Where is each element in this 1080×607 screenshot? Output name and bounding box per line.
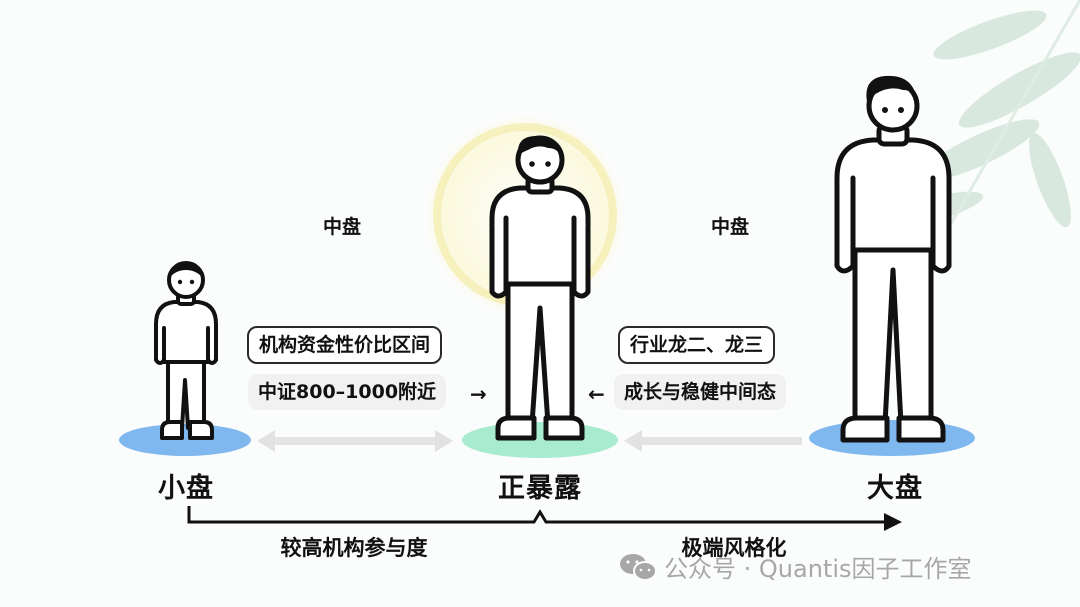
wechat-icon (620, 553, 657, 581)
axis-label-extreme-style: 极端风格化 (681, 536, 787, 560)
growth-stable-middle-box: 成长与稳健中间态 (614, 374, 787, 410)
size-axis-arrow (187, 506, 902, 531)
figure-small-cap (150, 258, 222, 444)
csi800-1000-box: 中证800–1000附近 (248, 374, 447, 410)
arrow-left-icon: ← (588, 382, 605, 406)
axis-label-institutional-participation: 较高机构参与度 (280, 536, 428, 560)
figure-center-exposure (488, 134, 592, 442)
arrow-right-icon: → (470, 382, 487, 406)
figure-large-cap (833, 74, 953, 444)
mid-cap-label-left: 中盘 (322, 216, 362, 238)
watermark-text: 公众号 · Quantis因子工作室 (664, 555, 972, 583)
institutional-value-range-box: 机构资金性价比区间 (247, 326, 443, 364)
double-arrow-left (257, 430, 453, 452)
arrow-right-to-center (624, 430, 802, 452)
leaf-background-decoration (876, 0, 1080, 260)
watermark: 公众号 · Quantis因子工作室 (618, 549, 972, 584)
small-cap-label: 小盘 (158, 473, 214, 504)
center-exposure-label: 正暴露 (498, 473, 582, 504)
mid-cap-label-right: 中盘 (710, 216, 750, 238)
large-cap-label: 大盘 (867, 473, 923, 504)
platform-small (119, 424, 251, 456)
industry-runner-up-box: 行业龙二、龙三 (618, 326, 776, 364)
